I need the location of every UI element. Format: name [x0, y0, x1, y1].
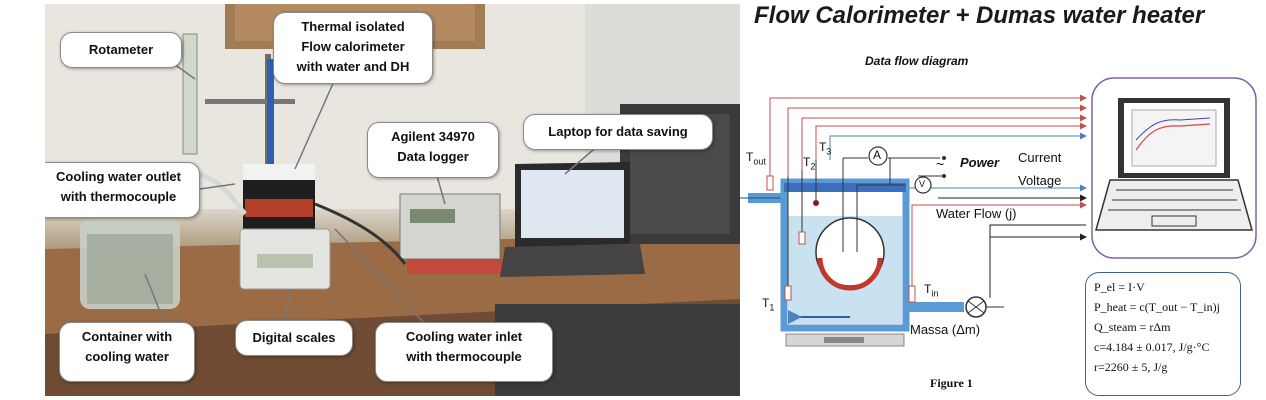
callout-line: Thermal isolated: [301, 19, 405, 34]
eq-p-heat: P_heat = c(T_out − T_in)j: [1094, 300, 1220, 314]
callout-rotameter: Rotameter: [60, 32, 182, 68]
t2-label: T2: [803, 155, 816, 172]
callout-container: Container with cooling water: [59, 322, 195, 382]
eq-c-value: c=4.184 ± 0.017, J/g·°C: [1094, 340, 1210, 354]
callout-line: Cooling water inlet: [405, 329, 523, 344]
t3-label: T3: [819, 140, 832, 157]
callout-outlet: Cooling water outlet with thermocouple: [45, 162, 200, 218]
eq-p-el: P_el = I·V: [1094, 280, 1145, 294]
callout-line: Flow calorimeter: [301, 39, 405, 54]
callout-line: Data logger: [397, 149, 469, 164]
figure-caption: Figure 1: [930, 376, 973, 390]
eq-q-steam: Q_steam = rΔm: [1094, 320, 1171, 334]
callout-line: Container with: [81, 329, 173, 344]
voltage-label: Voltage: [1018, 173, 1062, 188]
callout-line: Rotameter: [88, 42, 154, 57]
lab-photo: Rotameter Thermal isolated Flow calorime…: [45, 4, 740, 396]
callout-line: cooling water: [85, 349, 169, 364]
current-label: Current: [1018, 150, 1062, 165]
equations-box: P_el = I·V P_heat = c(T_out − T_in)j Q_s…: [1085, 272, 1241, 396]
callout-inlet: Cooling water inlet with thermocouple: [375, 322, 553, 382]
callout-datalogger: Agilent 34970 Data logger: [367, 122, 499, 178]
ammeter-label: A: [873, 148, 882, 162]
callout-line: Agilent 34970: [391, 129, 475, 144]
diagram-title: Flow Calorimeter + Dumas water heater: [754, 2, 1205, 29]
callout-line: with thermocouple: [60, 189, 177, 204]
mass-label: Massa (Δm): [910, 322, 981, 337]
water-flow-label: Water Flow (j): [936, 206, 1017, 221]
laptop-icon: [1095, 98, 1253, 231]
data-flow-diagram: Flow Calorimeter + Dumas water heater Da…: [740, 0, 1266, 400]
t-in-label: Tin: [924, 282, 939, 299]
voltmeter-label: V: [919, 179, 926, 189]
callout-line: Laptop for data saving: [548, 124, 688, 139]
callout-line: Cooling water outlet: [56, 169, 181, 184]
callout-line: Digital scales: [252, 330, 336, 345]
ac-source-symbol: ~: [936, 156, 945, 172]
callout-laptop: Laptop for data saving: [523, 114, 713, 150]
eq-r-value: r=2260 ± 5, J/g: [1094, 360, 1168, 374]
t-out-label: Tout: [746, 150, 766, 167]
diagram-subtitle: Data flow diagram: [865, 54, 969, 68]
callout-scales: Digital scales: [235, 320, 353, 356]
callout-calorimeter: Thermal isolated Flow calorimeter with w…: [273, 12, 433, 84]
callout-line: with thermocouple: [406, 349, 522, 364]
callout-line: with water and DH: [296, 59, 410, 74]
t1-label: T1: [762, 296, 775, 313]
power-label: Power: [960, 155, 1000, 170]
diagram-drawing: [740, 77, 1257, 347]
